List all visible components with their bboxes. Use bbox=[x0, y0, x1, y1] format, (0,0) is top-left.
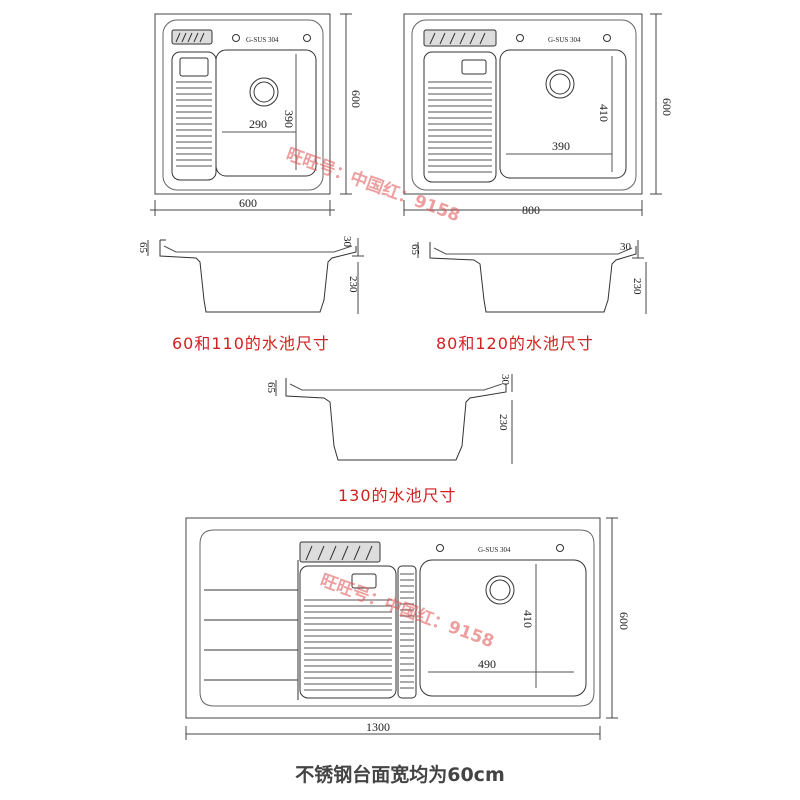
top1300-depth-label: 600 bbox=[617, 612, 631, 630]
side1-rim-label: 30 bbox=[341, 236, 353, 248]
top1300-brand-label: G-SUS 304 bbox=[478, 546, 511, 554]
top600-basin-depth-label: 390 bbox=[282, 110, 296, 128]
side2-rim-label: 30 bbox=[620, 241, 632, 253]
caption-80-120: 80和120的水池尺寸 bbox=[436, 334, 594, 353]
top800-width-label: 800 bbox=[522, 203, 540, 217]
side3-depth-label: 230 bbox=[497, 414, 509, 431]
top600-width-label: 600 bbox=[239, 196, 257, 210]
caption-130: 130的水池尺寸 bbox=[338, 486, 457, 505]
top800-brand-label: G-SUS 304 bbox=[548, 36, 581, 44]
side-view-3 bbox=[275, 374, 513, 464]
side2-flange-label: 65 bbox=[409, 244, 421, 256]
side3-flange-label: 65 bbox=[265, 382, 277, 394]
top1300-basin-depth-label: 410 bbox=[521, 610, 535, 628]
side2-depth-label: 230 bbox=[631, 278, 643, 295]
side-view-2 bbox=[417, 240, 647, 314]
side3-rim-label: 30 bbox=[499, 374, 511, 386]
caption-60-110: 60和110的水池尺寸 bbox=[172, 334, 330, 353]
top-view-1300 bbox=[185, 517, 618, 740]
top-view-600 bbox=[150, 13, 352, 216]
side-view-1 bbox=[147, 238, 364, 314]
top-view-800 bbox=[403, 13, 662, 216]
top800-depth-label: 600 bbox=[660, 98, 674, 116]
top600-depth-label: 600 bbox=[349, 90, 363, 108]
top600-basin-width-label: 290 bbox=[249, 117, 267, 131]
top800-basin-width-label: 390 bbox=[552, 139, 570, 153]
top600-brand-label: G-SUS 304 bbox=[246, 36, 279, 44]
side1-depth-label: 230 bbox=[347, 276, 359, 293]
side1-flange-label: 65 bbox=[137, 242, 149, 254]
top1300-basin-width-label: 490 bbox=[478, 657, 496, 671]
footer-note: 不锈钢台面宽均为60cm bbox=[295, 764, 505, 786]
top800-basin-depth-label: 410 bbox=[597, 104, 611, 122]
top1300-width-label: 1300 bbox=[366, 720, 390, 734]
